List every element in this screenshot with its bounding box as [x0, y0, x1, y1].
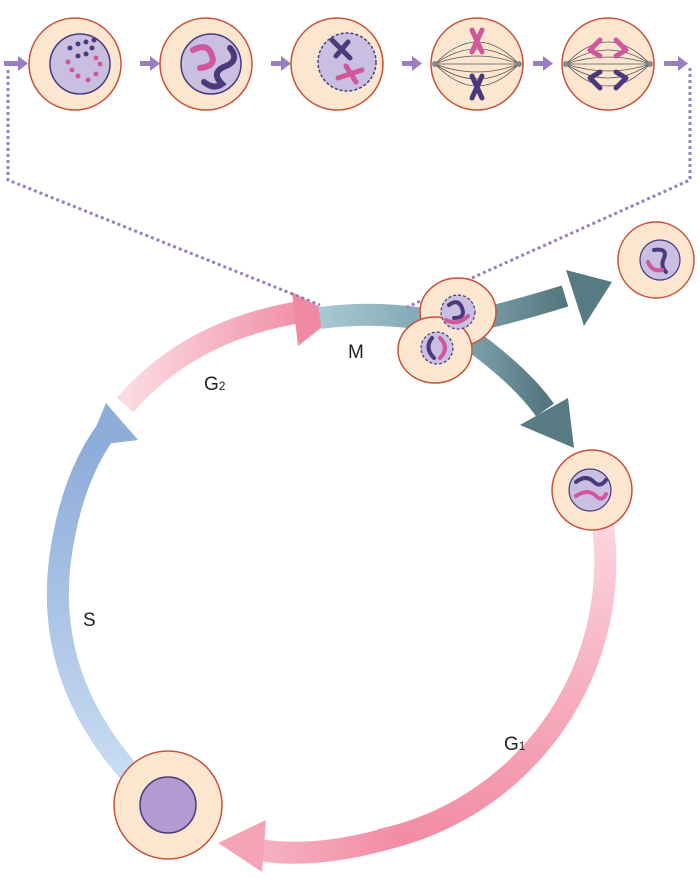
dividing-cell — [397, 277, 497, 384]
nucleus — [639, 239, 681, 281]
nucleus — [49, 33, 111, 95]
nucleus — [317, 32, 377, 92]
daughter-arrow-lower-body — [461, 329, 554, 417]
mitosis-stage-3 — [290, 17, 384, 111]
phase-label-m: M — [348, 342, 364, 363]
daughter-cell-lower — [551, 449, 633, 531]
mitosis-connectors — [6, 68, 692, 310]
g2-arrow-head — [292, 292, 336, 346]
phase-label-g1: G1 — [504, 734, 526, 755]
strip-arrows — [4, 56, 688, 71]
mitosis-strip — [4, 17, 688, 111]
g1-arrow-body — [377, 523, 617, 851]
interphase-cell — [113, 750, 223, 860]
nucleus — [139, 776, 197, 834]
mitosis-stage-2 — [159, 17, 253, 111]
connector-left — [6, 70, 321, 307]
connector-right — [404, 68, 692, 310]
nucleus — [568, 468, 612, 512]
s-arrow-head — [88, 403, 138, 446]
daughter-arrow-upper-head — [566, 270, 612, 326]
g1-arrow-head — [218, 820, 266, 872]
mitosis-stage-1 — [28, 17, 122, 111]
mitosis-stage-5 — [561, 17, 655, 111]
phase-label-g2: G2 — [204, 374, 226, 395]
mitosis-stage-4 — [430, 17, 524, 111]
g1-arrow-tail — [247, 824, 404, 864]
phase-label-s: S — [83, 610, 96, 631]
nucleus — [420, 331, 454, 365]
daughter-arrow-lower-head — [520, 398, 574, 448]
daughter-cell-upper — [617, 221, 695, 299]
g2-arrow-body — [116, 301, 302, 413]
